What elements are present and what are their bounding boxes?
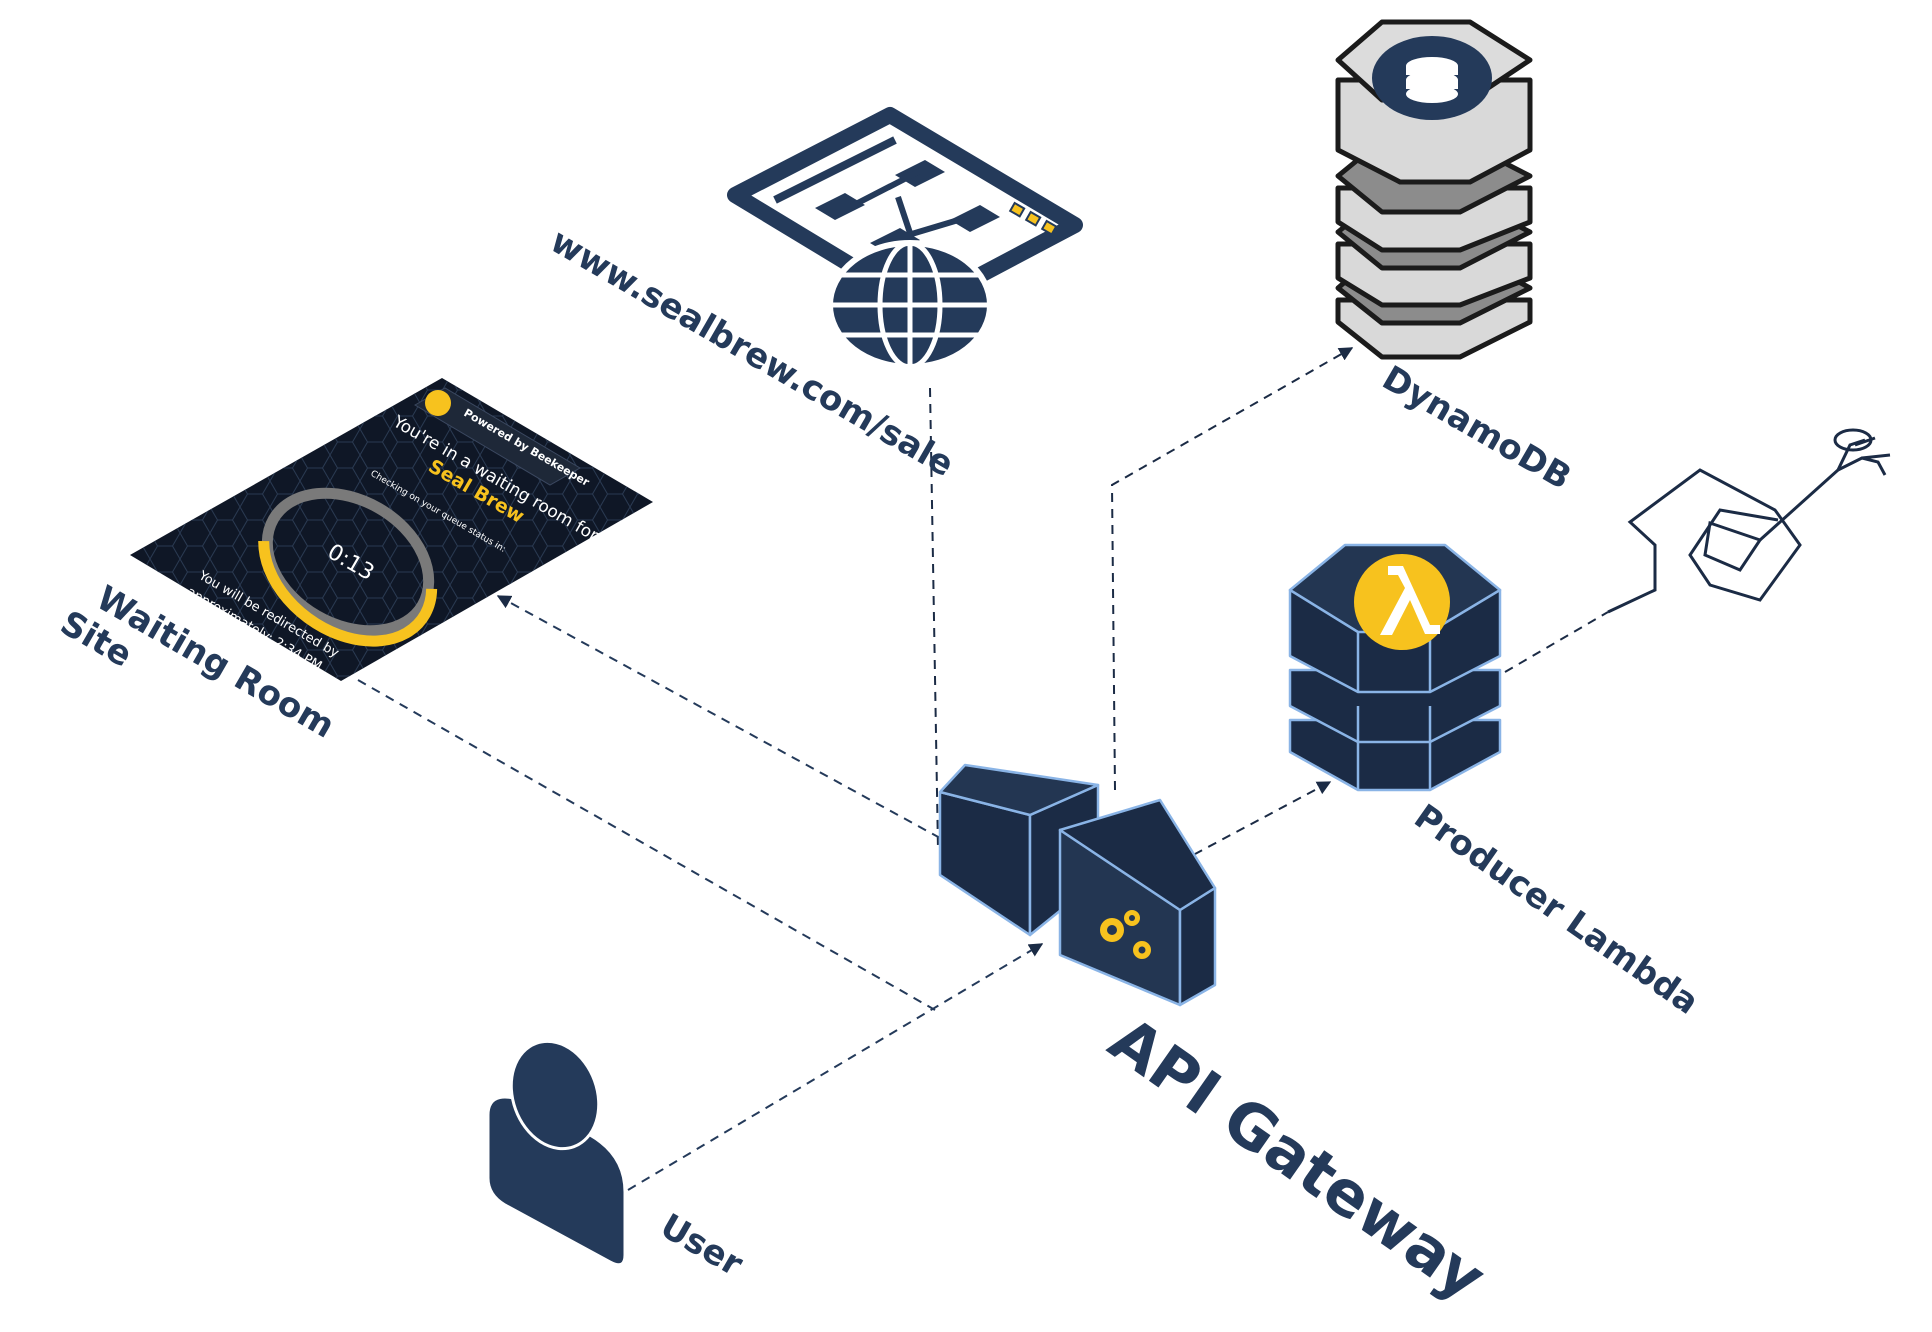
user-label: User	[654, 1206, 750, 1285]
connector-website-gateway	[929, 387, 939, 851]
api-gateway-icon	[938, 763, 1217, 1007]
connector-gateway-lambda	[1179, 781, 1332, 863]
api-gateway-label: API Gateway	[1096, 1002, 1498, 1314]
connector-waitingroom-user	[357, 679, 936, 1011]
bee-icon	[425, 390, 451, 416]
user-icon	[486, 1039, 627, 1267]
connector-gateway-dynamodb	[1110, 347, 1354, 791]
scorpion-icon	[1607, 428, 1891, 614]
lambda-label: Producer Lambda	[1407, 797, 1706, 1023]
waiting-room-phone: Powered by Beekeeper You're in a waiting…	[130, 378, 653, 681]
gears-icon	[1100, 910, 1151, 959]
connector-gateway-waitingroom	[496, 595, 941, 839]
lambda-symbol	[1380, 566, 1440, 635]
globe-icon	[827, 240, 993, 370]
dynamodb-icon	[1335, 19, 1533, 360]
website-icon	[727, 107, 1083, 370]
connectors	[357, 347, 1609, 1191]
connector-user-gateway	[627, 943, 1044, 1191]
connector-lambda-scorpion	[1504, 611, 1609, 673]
dynamodb-label: DynamoDB	[1376, 358, 1578, 498]
